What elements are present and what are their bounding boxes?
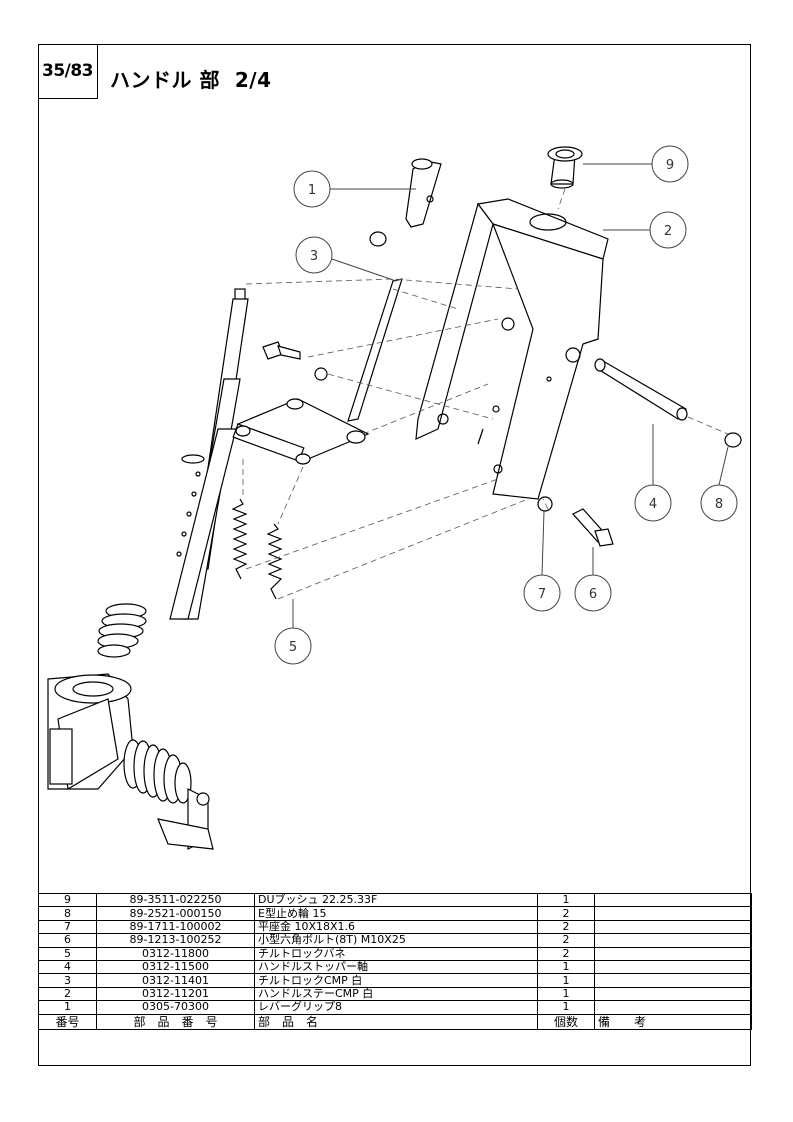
- drawing-frame: [38, 44, 751, 1066]
- part-number-index: 9: [38, 892, 97, 908]
- column-header: 備 考: [594, 1013, 752, 1030]
- part-note: [594, 933, 752, 948]
- part-number-index: 7: [38, 919, 97, 935]
- part-code: 89-2521-000150: [96, 906, 255, 921]
- page-title: ハンドル 部 2/4: [110, 68, 272, 92]
- part-note: [594, 892, 752, 908]
- e-ring-top: [369, 231, 387, 247]
- callout-1-label: 1: [308, 183, 316, 198]
- part-name: DUブッシュ 22.25.33F: [254, 892, 538, 908]
- part-name: ハンドルストッパー軸: [254, 959, 538, 975]
- part-name: チルトロックバネ: [254, 946, 538, 961]
- callout-6-label: 6: [589, 587, 597, 602]
- part-code: 0312-11800: [96, 946, 255, 961]
- washer-left: [314, 367, 328, 381]
- callout-8-label: 8: [715, 497, 723, 512]
- callout-7-label: 7: [538, 587, 546, 602]
- hex-bolt-right: [572, 508, 614, 547]
- part-qty: 2: [537, 933, 595, 948]
- callout-6: [574, 547, 612, 612]
- page-number: 35/83: [38, 44, 98, 99]
- callout-4-label: 4: [649, 497, 657, 512]
- stopper-shaft: [594, 358, 688, 421]
- callout-1: [293, 170, 416, 208]
- table-header-row: 番号部 品 番 号部 品 名個数備 考: [38, 1013, 752, 1030]
- callout-7: [523, 510, 561, 612]
- callout-5-label: 5: [289, 640, 297, 655]
- part-note: [594, 986, 752, 1002]
- callout-2: [603, 211, 687, 249]
- column-header: 部 品 名: [254, 1013, 538, 1030]
- part-note: [594, 959, 752, 975]
- part-code: 89-3511-022250: [96, 892, 255, 908]
- handle-stay: [415, 198, 609, 500]
- part-note: [594, 906, 752, 921]
- part-number-index: 8: [38, 906, 97, 921]
- part-note: [594, 919, 752, 935]
- part-qty: 1: [537, 973, 595, 988]
- part-name: 平座金 10X18X1.6: [254, 919, 538, 935]
- part-qty: 1: [537, 986, 595, 1002]
- part-note: [594, 946, 752, 961]
- part-number-index: 4: [38, 959, 97, 975]
- tilt-lock-springs: [231, 498, 283, 600]
- part-code: 89-1711-100002: [96, 919, 255, 935]
- part-number-index: 2: [38, 986, 97, 1002]
- callout-4: [634, 424, 672, 522]
- lever-grip: [405, 158, 442, 228]
- part-qty: 1: [537, 959, 595, 975]
- part-code: 0312-11500: [96, 959, 255, 975]
- du-bushing: [547, 146, 583, 189]
- callout-3-label: 3: [310, 249, 318, 264]
- part-number-index: 1: [38, 1000, 97, 1015]
- part-code: 0312-11401: [96, 973, 255, 988]
- hex-bolt-left: [262, 341, 301, 360]
- part-code: 0312-11201: [96, 986, 255, 1002]
- part-code: 0305-70300: [96, 1000, 255, 1015]
- part-name: 小型六角ボルト(8T) M10X25: [254, 933, 538, 948]
- callout-balloons: [274, 145, 738, 665]
- column-header: 番号: [38, 1013, 97, 1030]
- part-name: ハンドルステーCMP 白: [254, 986, 538, 1002]
- part-qty: 2: [537, 946, 595, 961]
- part-code: 89-1213-100252: [96, 933, 255, 948]
- washer-right: [537, 496, 553, 512]
- exploded-parts-diagram: 1 2 3 4 5 6 7 8 9: [47, 145, 742, 850]
- tilt-lock: [232, 278, 403, 465]
- callout-9-label: 9: [666, 158, 674, 173]
- part-qty: 1: [537, 892, 595, 908]
- callout-9: [583, 145, 689, 183]
- part-qty: 2: [537, 906, 595, 921]
- part-qty: 1: [537, 1000, 595, 1015]
- part-number-index: 5: [38, 946, 97, 961]
- part-note: [594, 973, 752, 988]
- column-header: 部 品 番 号: [96, 1013, 255, 1030]
- part-qty: 2: [537, 919, 595, 935]
- callout-5: [274, 599, 312, 665]
- e-ring-right: [724, 432, 742, 448]
- callout-2-label: 2: [664, 224, 672, 239]
- part-name: E型止め輪 15: [254, 906, 538, 921]
- part-number-index: 3: [38, 973, 97, 988]
- part-name: レバーグリップ8: [254, 1000, 538, 1015]
- callout-8: [700, 446, 738, 522]
- column-header: 個数: [537, 1013, 595, 1030]
- part-number-index: 6: [38, 933, 97, 948]
- steering-column: [47, 288, 249, 850]
- callout-3: [295, 236, 397, 282]
- part-name: チルトロックCMP 白: [254, 973, 538, 988]
- part-note: [594, 1000, 752, 1015]
